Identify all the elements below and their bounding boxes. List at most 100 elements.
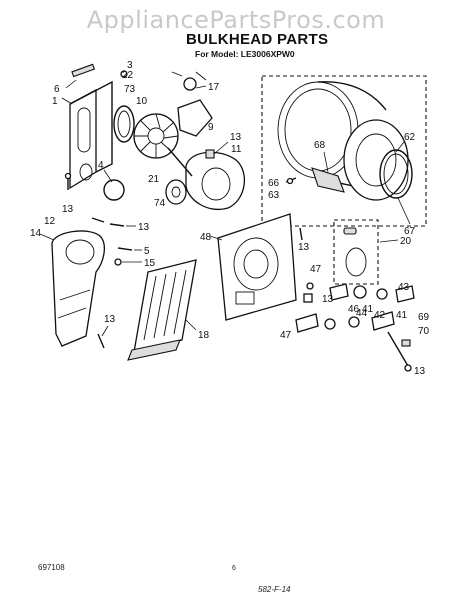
callout-47-a: 47: [310, 264, 322, 275]
callout-46: 46: [348, 304, 360, 315]
clip-13-small: [303, 293, 313, 303]
leader-4: [103, 169, 113, 183]
callout-11: 11: [231, 144, 242, 155]
seal-ring-4: [103, 179, 125, 201]
spring-22: [183, 77, 197, 91]
page-number: 6: [232, 565, 236, 572]
thermostat-box: [333, 219, 379, 285]
leader-62: [395, 141, 405, 153]
thermostat-46: [329, 283, 349, 301]
callout-21: 21: [148, 174, 160, 185]
screw-12: [91, 217, 105, 223]
callout-42: 42: [374, 310, 386, 321]
washer-42: [348, 316, 360, 328]
screw-13-left-head: [64, 172, 72, 180]
bulkhead-48: [209, 213, 303, 321]
screw-47: [306, 282, 314, 290]
callout-13-right: 13: [414, 366, 426, 377]
leader-20: [379, 239, 399, 243]
callout-22: 22: [122, 70, 134, 81]
front-panel-1-slot: [77, 107, 91, 153]
callout-66: 66: [268, 178, 280, 189]
thermostat-group-20: [333, 219, 399, 285]
callout-1: 1: [52, 96, 58, 107]
heater-coils: [143, 269, 187, 341]
bulkhead-48-opening: [233, 237, 279, 291]
screw-3: [120, 70, 128, 78]
callout-74: 74: [154, 198, 166, 209]
leader-13-bottom: [101, 325, 109, 337]
motor-housing-11: [185, 151, 246, 211]
front-panel-1: [61, 63, 113, 190]
idler-bracket-body: [51, 230, 106, 347]
leader-48: [209, 235, 223, 241]
clip-17: [171, 71, 207, 81]
callout-9: 9: [208, 122, 214, 133]
callout-41-a: 41: [362, 304, 374, 315]
thermostat-wire-loop: [345, 247, 367, 277]
fuse-41-b: [324, 318, 336, 330]
idler-bracket-14: [39, 230, 106, 347]
callout-68: 68: [314, 140, 326, 151]
leader-6: [65, 79, 77, 89]
gasket-73-inner: [117, 110, 131, 138]
callout-5: 5: [144, 246, 150, 257]
thermostat-41-b: [371, 311, 395, 331]
rear-drum-seal-62: [379, 149, 413, 199]
screw-5: [117, 247, 133, 251]
screw-13-right: [404, 364, 412, 372]
idler-bracket-ribs: [57, 289, 91, 319]
heater-bottom-plate: [127, 339, 181, 361]
bulkhead-48-inner: [243, 249, 269, 279]
callout-3: 3: [127, 60, 133, 71]
bracket-47: [295, 313, 319, 333]
sensor-parts-row: [295, 282, 415, 372]
leader-68: [323, 151, 329, 173]
callout-10: 10: [136, 96, 148, 107]
callout-43: 43: [398, 282, 410, 293]
motor-assembly: [165, 141, 246, 211]
callout-63: 63: [268, 190, 280, 201]
leader-67: [397, 197, 411, 225]
blower-wheel-vanes: [134, 113, 179, 158]
leader-14: [39, 233, 55, 241]
callout-69: 69: [418, 312, 430, 323]
callout-4: 4: [98, 160, 104, 171]
motor-housing-face: [201, 167, 231, 201]
thermostat-clip: [343, 227, 357, 235]
drum-front-rim-inner: [284, 88, 352, 172]
callout-48: 48: [200, 232, 212, 243]
leader-1: [61, 97, 73, 105]
idler-pulley: [65, 239, 95, 265]
callout-18: 18: [198, 330, 210, 341]
callout-62: 62: [404, 132, 416, 143]
pulley-74: [165, 179, 187, 205]
callout-labels: 3 6 22 17 73 1 10 9 13 11 4 21 74 13 12 …: [30, 60, 430, 377]
callout-73: 73: [124, 84, 136, 95]
callout-67: 67: [404, 226, 416, 237]
washer-44: [376, 288, 388, 300]
callout-15: 15: [144, 258, 156, 269]
front-panel-1-edge: [69, 80, 113, 173]
callout-41-b: 41: [396, 310, 408, 321]
callout-13-motor: 13: [230, 132, 242, 143]
sensor-43: [395, 285, 415, 303]
callout-20: 20: [400, 236, 412, 247]
rear-drum-seal-inner: [383, 153, 409, 195]
callout-70: 70: [418, 326, 430, 337]
page-title: BULKHEAD PARTS: [186, 31, 329, 48]
bracket-9: [177, 99, 213, 137]
drum-rear-hub: [355, 133, 397, 187]
thermistor-69: [387, 331, 409, 367]
drum-top-edge: [317, 81, 387, 111]
screw-13-mid: [109, 223, 125, 227]
leader-17: [195, 85, 207, 89]
callout-6: 6: [54, 84, 60, 95]
leader-18: [185, 319, 197, 331]
callout-44: 44: [356, 308, 368, 319]
connector-70: [401, 339, 411, 347]
callout-13-left: 13: [62, 204, 74, 215]
thermal-fuse-41: [353, 285, 367, 299]
